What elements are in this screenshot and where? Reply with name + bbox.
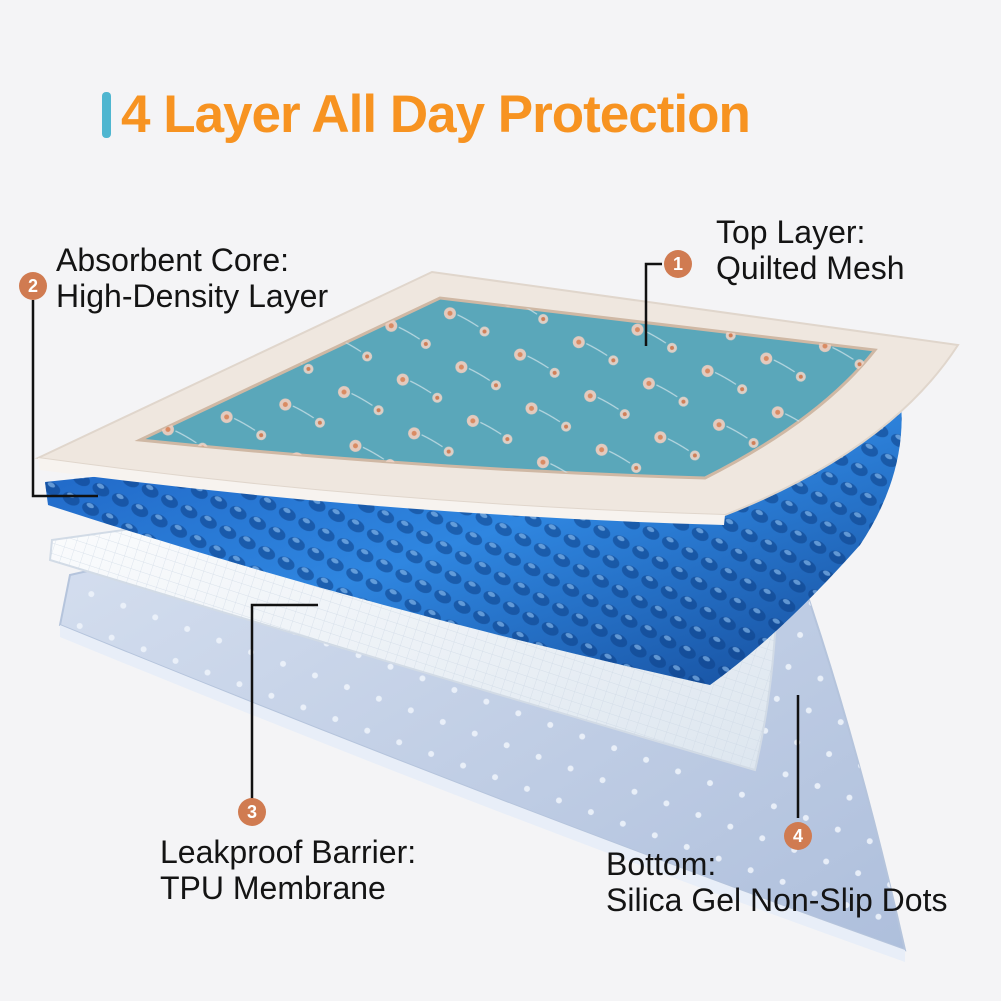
badge-2: 2 [19, 272, 47, 300]
accent-bar [102, 91, 111, 138]
label-title: Top Layer: [716, 214, 866, 250]
label-absorbent-core: Absorbent Core: High-Density Layer [56, 242, 328, 314]
label-leakproof-barrier: Leakproof Barrier: TPU Membrane [160, 834, 416, 906]
label-detail: TPU Membrane [160, 870, 386, 906]
leader-line-2 [31, 300, 98, 498]
label-title: Leakproof Barrier: [160, 834, 417, 870]
label-detail: Silica Gel Non-Slip Dots [606, 882, 948, 918]
headline: 4 Layer All Day Protection [102, 85, 751, 144]
label-bottom: Bottom: Silica Gel Non-Slip Dots [606, 846, 947, 918]
leader-line-3 [250, 603, 318, 802]
badge-4: 4 [784, 822, 812, 850]
label-title: Bottom: [606, 846, 717, 882]
label-top-layer: Top Layer: Quilted Mesh [716, 214, 905, 286]
badge-1: 1 [664, 250, 692, 278]
leader-line-1 [644, 262, 662, 346]
label-title: Absorbent Core: [56, 242, 290, 278]
headline-title: 4 Layer All Day Protection [121, 85, 751, 144]
label-detail: High-Density Layer [56, 278, 329, 314]
label-detail: Quilted Mesh [716, 250, 905, 286]
badge-3: 3 [238, 798, 266, 826]
